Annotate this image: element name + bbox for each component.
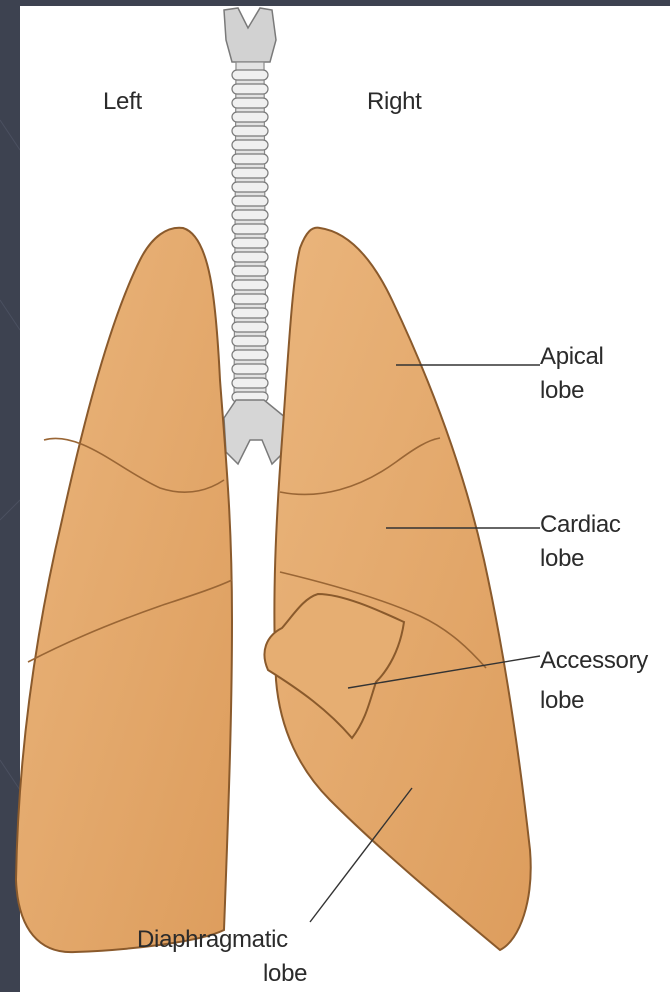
diaphragmatic-lobe-label: lobe [263, 959, 307, 989]
tracheal-ring [232, 378, 268, 388]
diaphragmatic-label: Diaphragmatic [137, 925, 288, 955]
accessory-label: Accessory [540, 646, 648, 676]
tracheal-ring [232, 322, 268, 332]
tracheal-ring [232, 98, 268, 108]
cardiac-lobe-label: lobe [540, 544, 584, 574]
tracheal-ring [232, 168, 268, 178]
cardiac-label: Cardiac [540, 510, 621, 540]
tracheal-ring [232, 336, 268, 346]
tracheal-ring [232, 112, 268, 122]
tracheal-ring [232, 196, 268, 206]
tracheal-ring [232, 364, 268, 374]
accessory-lobe-label: lobe [540, 686, 584, 716]
tracheal-ring [232, 84, 268, 94]
tracheal-ring [232, 280, 268, 290]
tracheal-ring [232, 126, 268, 136]
tracheal-ring [232, 238, 268, 248]
tracheal-ring [232, 70, 268, 80]
right-lung-icon [274, 228, 530, 950]
left-lung-icon [16, 228, 232, 952]
tracheal-ring [232, 294, 268, 304]
trachea-icon [224, 8, 286, 464]
tracheal-ring [232, 210, 268, 220]
tracheal-ring [232, 350, 268, 360]
tracheal-ring [232, 308, 268, 318]
tracheal-ring [232, 182, 268, 192]
right-label: Right [367, 87, 422, 117]
apical-lobe-label: lobe [540, 376, 584, 406]
tracheal-ring [232, 266, 268, 276]
tracheal-ring [232, 140, 268, 150]
left-label: Left [103, 87, 142, 117]
tracheal-ring [232, 154, 268, 164]
tracheal-ring [232, 224, 268, 234]
apical-label: Apical [540, 342, 604, 372]
tracheal-ring [232, 252, 268, 262]
